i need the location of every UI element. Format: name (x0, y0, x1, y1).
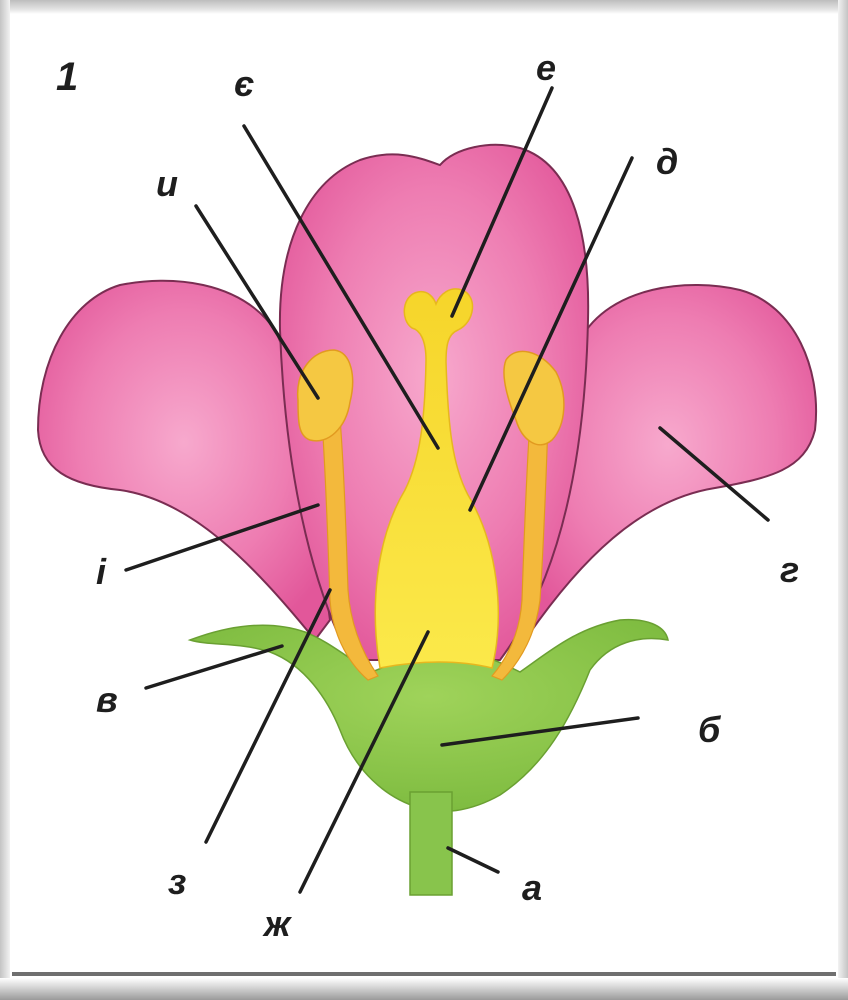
label-v: в (96, 679, 118, 720)
leader-v (146, 646, 282, 688)
label-e: е (536, 47, 556, 88)
label-a: а (522, 867, 542, 908)
label-i: і (96, 551, 107, 592)
label-z: з (168, 861, 186, 902)
label-b: б (698, 709, 722, 750)
leader-a (448, 848, 498, 872)
label-g: г (780, 549, 799, 590)
label-ye: є (234, 63, 254, 104)
label-y: и (156, 163, 178, 204)
label-d: д (656, 141, 678, 182)
label-zh: ж (262, 903, 293, 944)
figure-number: 1 (56, 55, 78, 99)
stem (410, 792, 452, 895)
